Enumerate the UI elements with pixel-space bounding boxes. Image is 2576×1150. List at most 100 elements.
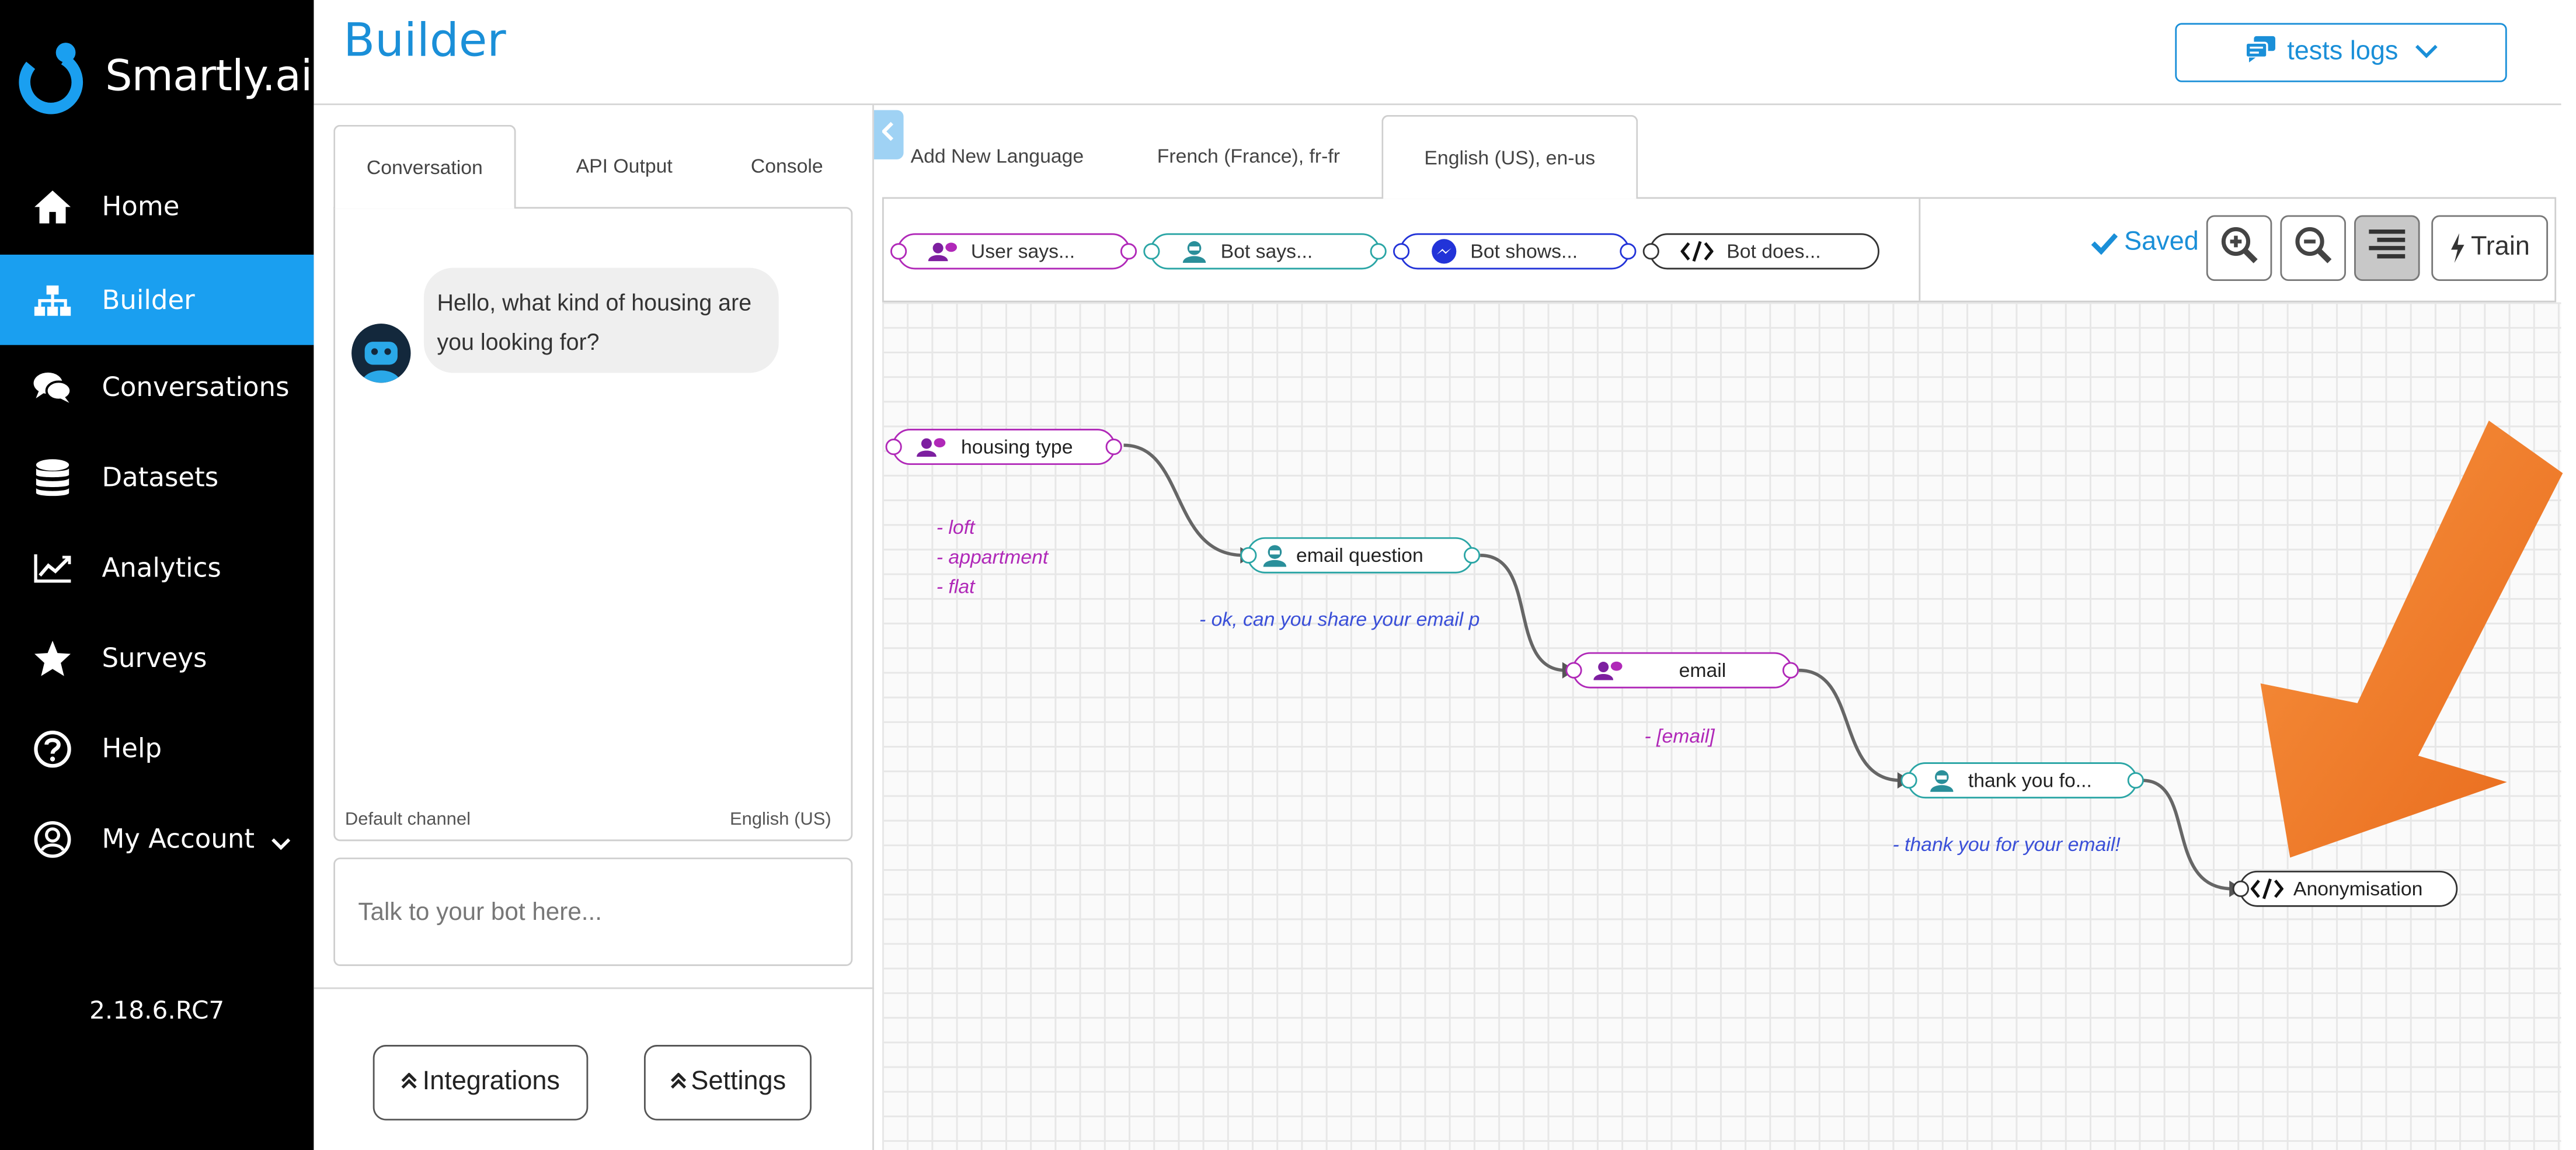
palette-user-says[interactable]: User says...: [890, 233, 1137, 270]
zoom-out-button[interactable]: [2280, 215, 2346, 282]
align-layout-button[interactable]: [2354, 215, 2420, 282]
zoom-in-button[interactable]: [2206, 215, 2272, 282]
sidebar-item-my-account[interactable]: My Account: [0, 794, 314, 884]
palette-bot-does[interactable]: Bot does...: [1642, 233, 1879, 270]
edge-thank-you-to-anonymisation: [2142, 779, 2233, 891]
sidebar-item-conversations[interactable]: Conversations: [0, 342, 314, 432]
bot-says-icon: [1181, 240, 1207, 263]
annotation-line: - appartment: [936, 545, 1049, 569]
train-label: Train: [2470, 233, 2530, 262]
header-divider: [314, 103, 2561, 106]
sidebar-item-analytics[interactable]: Analytics: [0, 523, 314, 613]
question-circle-icon: [33, 729, 72, 769]
tab-add-new-language[interactable]: Add New Language: [910, 144, 1084, 168]
node-thank-you[interactable]: thank you fo...: [1900, 762, 2144, 799]
integrations-label: Integrations: [422, 1068, 560, 1096]
user-circle-icon: [33, 819, 72, 859]
bolt-icon: [2449, 233, 2466, 263]
thank-you-text: - thank you for your email!: [1892, 833, 2121, 856]
highlight-arrow-icon: [2260, 421, 2563, 858]
zoom-out-icon: [2293, 224, 2333, 272]
node-label: email: [1679, 658, 1726, 682]
bot-avatar: [351, 324, 411, 383]
home-icon: [33, 186, 72, 226]
tab-conversation[interactable]: Conversation: [333, 124, 516, 209]
user-says-icon: [917, 437, 946, 457]
toolbar-separator: [1919, 199, 1921, 301]
user-says-icon: [1593, 661, 1623, 680]
code-icon: [1680, 240, 1714, 263]
bot-says-icon: [1928, 769, 1955, 792]
node-label: Anonymisation: [2293, 877, 2423, 901]
sidebar: Smartly.ai Home Builder Conversations Da: [0, 0, 314, 1150]
node-label: thank you fo...: [1968, 769, 2092, 792]
sidebar-item-home[interactable]: Home: [0, 161, 314, 252]
conversation-view: Hello, what kind of housing are you look…: [333, 207, 853, 842]
channel-label: Default channel: [344, 809, 471, 830]
edge-housing-to-email-question: [1123, 443, 1244, 557]
node-email[interactable]: email: [1565, 652, 1799, 689]
email-entity: - [email]: [1644, 724, 1715, 748]
smartly-logo-icon: [19, 43, 83, 114]
chevron-down-icon: [271, 829, 291, 859]
saved-status: Saved: [2091, 228, 2199, 258]
train-button[interactable]: Train: [2431, 215, 2549, 282]
node-email-question[interactable]: email question: [1240, 537, 1481, 574]
chevron-down-icon: [2415, 38, 2438, 68]
sidebar-item-surveys[interactable]: Surveys: [0, 613, 314, 703]
annotation-line: - flat: [936, 575, 975, 598]
tab-api-output[interactable]: API Output: [576, 154, 673, 178]
collapse-panel-button[interactable]: [873, 110, 904, 159]
sidebar-item-help[interactable]: Help: [0, 703, 314, 794]
logo-text: Smartly.ai: [105, 53, 312, 102]
sidebar-item-datasets[interactable]: Datasets: [0, 432, 314, 523]
sidebar-item-label: Home: [102, 190, 180, 222]
tests-logs-dropdown[interactable]: tests logs: [2175, 23, 2507, 82]
palette-bot-says-label: Bot says...: [1220, 239, 1313, 263]
edge-email-question-to-email: [1480, 553, 1566, 672]
tests-logs-label: tests logs: [2287, 37, 2399, 66]
node-housing-type[interactable]: housing type: [885, 429, 1122, 465]
app-version: 2.18.6.RC7: [89, 995, 225, 1026]
test-panel: Conversation API Output Console Hello, w…: [314, 105, 874, 1150]
integrations-button[interactable]: Integrations: [373, 1045, 589, 1121]
sidebar-item-label: Datasets: [102, 461, 219, 493]
palette-user-says-label: User says...: [970, 239, 1075, 263]
sidebar-item-builder[interactable]: Builder: [0, 254, 314, 345]
saved-label: Saved: [2124, 228, 2199, 256]
tab-french-fr[interactable]: French (France), fr-fr: [1157, 144, 1341, 168]
tab-english-us[interactable]: English (US), en-us: [1381, 114, 1638, 199]
code-icon: [2250, 877, 2284, 900]
logo[interactable]: Smartly.ai: [13, 40, 312, 122]
sidebar-item-label: Help: [102, 732, 162, 764]
test-panel-tabs: Conversation API Output Console: [333, 124, 852, 209]
sidebar-item-label: Builder: [102, 284, 195, 316]
annotation-line: - loft: [936, 516, 975, 539]
sidebar-item-label: Surveys: [102, 642, 207, 674]
zoom-in-icon: [2219, 224, 2259, 272]
bot-message: Hello, what kind of housing are you look…: [423, 267, 779, 373]
node-label: housing type: [961, 435, 1073, 458]
palette-bot-shows[interactable]: Bot shows...: [1393, 233, 1637, 270]
sidebar-item-label: Conversations: [102, 371, 290, 403]
star-icon: [33, 638, 72, 678]
user-says-icon: [928, 241, 958, 262]
node-label: email question: [1296, 544, 1423, 567]
sitemap-icon: [33, 280, 72, 320]
email-question-text: - ok, can you share your email p: [1199, 607, 1480, 631]
chevrons-up-icon: [670, 1071, 686, 1093]
sidebar-item-label: My Account: [102, 823, 255, 854]
settings-button[interactable]: Settings: [643, 1045, 812, 1121]
builder-toolbar: User says... Bot says... Bot shows... Bo…: [882, 197, 2557, 303]
node-anonymisation[interactable]: Anonymisation: [2232, 870, 2458, 907]
chevron-left-icon: [881, 120, 896, 150]
database-icon: [33, 457, 72, 497]
page-title: Builder: [343, 13, 506, 68]
chat-logs-icon: [2244, 34, 2277, 72]
chevrons-up-icon: [401, 1071, 417, 1093]
messenger-icon: [1431, 238, 1457, 265]
tab-console[interactable]: Console: [750, 154, 823, 178]
talk-to-bot-input[interactable]: [333, 857, 853, 966]
palette-bot-says[interactable]: Bot says...: [1143, 233, 1387, 270]
